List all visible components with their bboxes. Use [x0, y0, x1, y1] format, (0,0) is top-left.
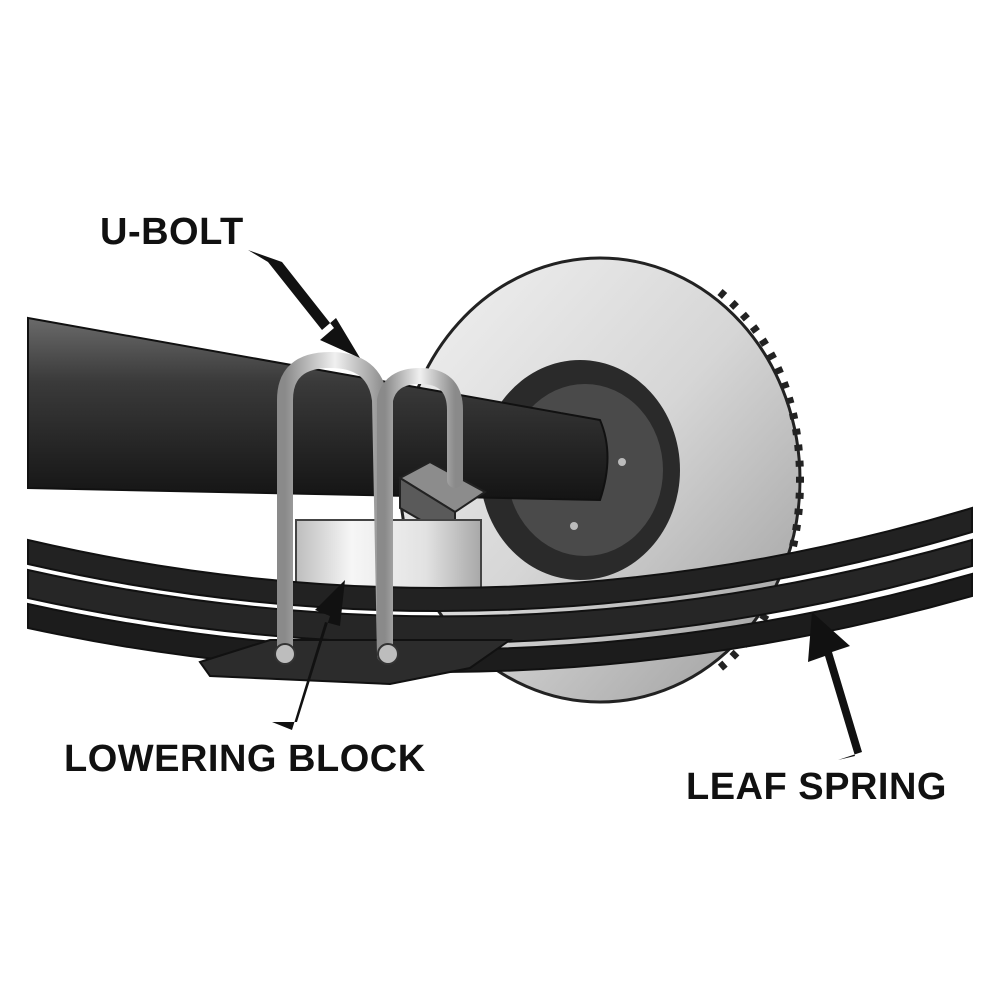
leaf-spring-label: LEAF SPRING [686, 766, 947, 808]
u-bolt [274, 351, 463, 665]
u-bolt-label: U-BOLT [100, 211, 244, 253]
arrow-lowering-block [272, 580, 345, 730]
spring-plate [198, 639, 514, 686]
arrow-leaf-spring [808, 612, 862, 760]
lowering-block-label: LOWERING BLOCK [64, 738, 426, 780]
arrow-u-bolt [248, 250, 360, 358]
